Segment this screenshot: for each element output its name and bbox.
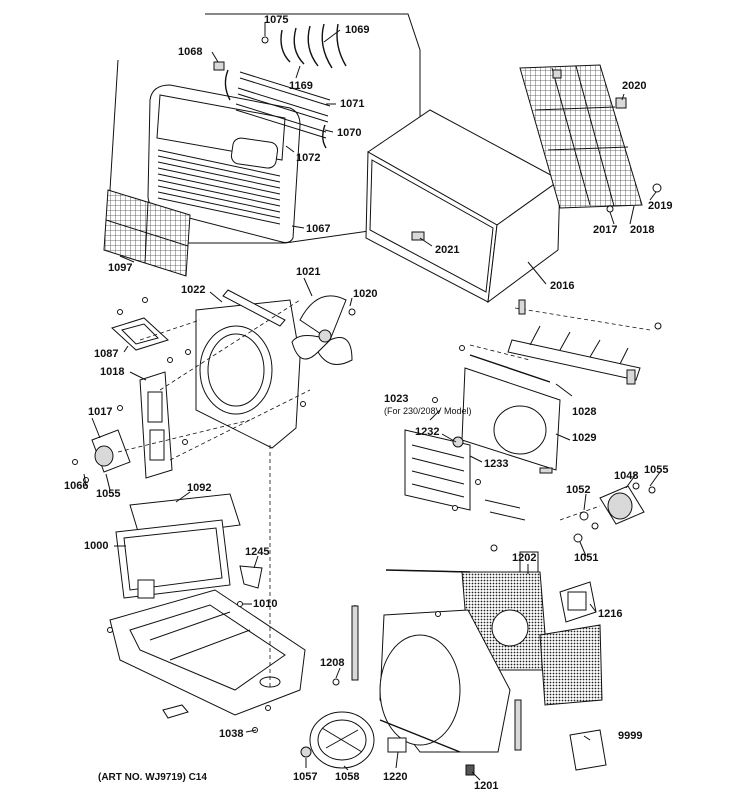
callout-2020[interactable]: 2020	[622, 80, 647, 92]
callout-1055-right[interactable]: 1055	[644, 464, 669, 476]
callout-2017[interactable]: 2017	[593, 224, 618, 236]
callout-1020[interactable]: 1020	[353, 288, 378, 300]
callout-1232[interactable]: 1232	[415, 426, 440, 438]
callout-1018[interactable]: 1018	[100, 366, 125, 378]
callout-1021[interactable]: 1021	[296, 266, 321, 278]
callout-1023-note: (For 230/208V Model)	[384, 406, 472, 416]
callout-1052[interactable]: 1052	[566, 484, 591, 496]
callout-1000[interactable]: 1000	[84, 540, 109, 552]
callout-1058[interactable]: 1058	[335, 771, 360, 783]
callout-1169[interactable]: 1169	[289, 80, 313, 92]
rear-grille	[519, 64, 662, 213]
callout-1051[interactable]: 1051	[574, 552, 599, 564]
callout-9999[interactable]: 9999	[618, 730, 643, 742]
callout-1068[interactable]: 1068	[178, 46, 203, 58]
callout-1057[interactable]: 1057	[293, 771, 318, 783]
callout-1038[interactable]: 1038	[219, 728, 244, 740]
leader-lines	[83, 22, 661, 781]
shroud-blower-left	[72, 289, 356, 483]
callout-1067[interactable]: 1067	[306, 223, 331, 235]
callout-1048[interactable]: 1048	[614, 470, 639, 482]
callout-1202[interactable]: 1202	[512, 552, 537, 564]
callout-1070[interactable]: 1070	[337, 127, 362, 139]
callout-1245[interactable]: 1245	[245, 546, 270, 558]
callout-1023[interactable]: 1023 (For 230/208V Model)	[384, 393, 472, 417]
callout-1010[interactable]: 1010	[253, 598, 278, 610]
callout-2021[interactable]: 2021	[435, 244, 460, 256]
callout-1087[interactable]: 1087	[94, 348, 119, 360]
callout-1092[interactable]: 1092	[187, 482, 212, 494]
cabinet-assembly	[365, 109, 561, 304]
condenser-shroud-right	[300, 544, 607, 776]
motor-right	[559, 482, 656, 543]
callout-1055-left[interactable]: 1055	[96, 488, 121, 500]
callout-1075[interactable]: 1075	[264, 14, 289, 26]
callout-1066[interactable]: 1066	[64, 480, 89, 492]
callout-1233[interactable]: 1233	[484, 458, 509, 470]
art-number-caption: (ART NO. WJ9719) C14	[98, 772, 207, 783]
heater-bracket-right	[404, 299, 662, 521]
callout-1022[interactable]: 1022	[181, 284, 206, 296]
callout-1069[interactable]: 1069	[345, 24, 370, 36]
callout-1071[interactable]: 1071	[340, 98, 365, 110]
callout-1023-number: 1023	[384, 393, 409, 405]
callout-1029[interactable]: 1029	[572, 432, 597, 444]
front-panel-group	[103, 13, 421, 277]
callout-1216[interactable]: 1216	[598, 608, 623, 620]
callout-1201[interactable]: 1201	[474, 780, 499, 792]
callout-1097[interactable]: 1097	[108, 262, 133, 274]
callout-2019[interactable]: 2019	[648, 200, 673, 212]
callout-2016[interactable]: 2016	[550, 280, 575, 292]
base-pan-assembly	[107, 445, 306, 733]
callout-2018[interactable]: 2018	[630, 224, 655, 236]
callout-1028[interactable]: 1028	[572, 406, 597, 418]
callout-1017[interactable]: 1017	[88, 406, 113, 418]
callout-1072[interactable]: 1072	[296, 152, 321, 164]
callout-1208[interactable]: 1208	[320, 657, 345, 669]
callout-1220[interactable]: 1220	[383, 771, 408, 783]
